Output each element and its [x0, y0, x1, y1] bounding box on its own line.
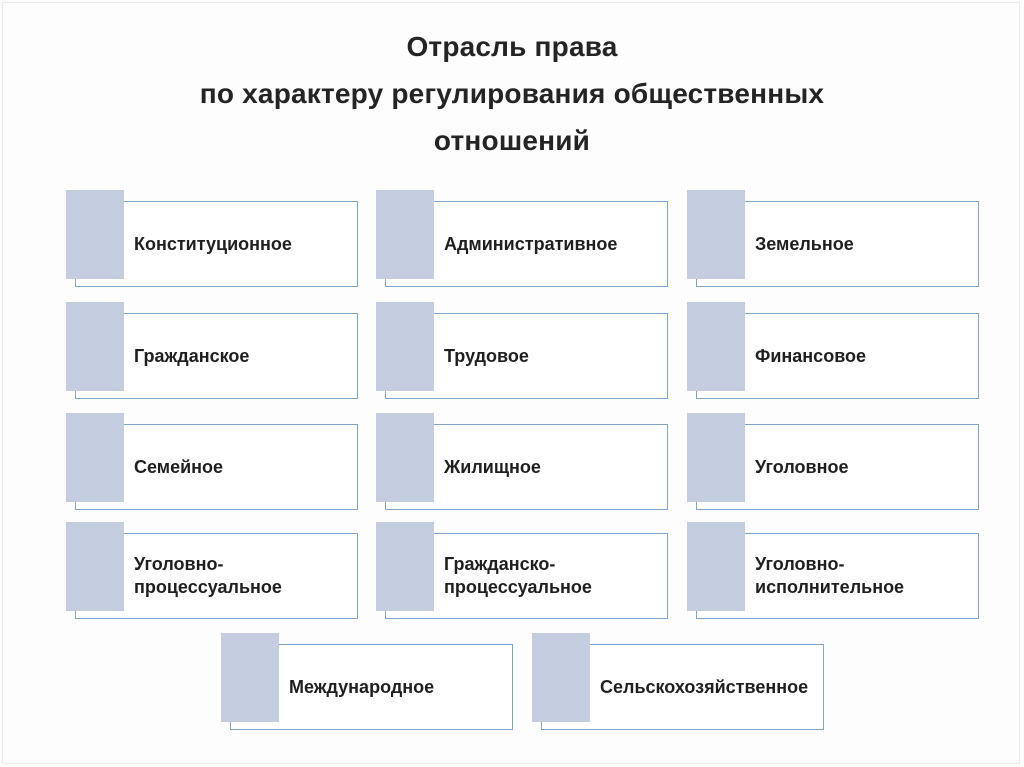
item-label: Гражданско-процессуальное	[444, 554, 592, 597]
diagram-item-housing: Жилищное	[376, 413, 668, 511]
item-accent-rect	[221, 633, 279, 722]
title-line-2: по характеру регулирования общественных	[199, 78, 825, 109]
item-accent-rect	[376, 522, 434, 611]
item-label: Трудовое	[444, 345, 529, 366]
diagram-item-administrative: Административное	[376, 190, 668, 288]
item-accent-rect	[66, 302, 124, 391]
diagram-item-international: Международное	[221, 633, 513, 731]
diagram-item-penal: Уголовно-исполнительное	[687, 522, 979, 620]
item-accent-rect	[687, 302, 745, 391]
item-label: Земельное	[755, 233, 854, 254]
diagram-item-civil-procedure: Гражданско-процессуальное	[376, 522, 668, 620]
page-title: Отрасль права по характеру регулирования…	[0, 23, 1024, 164]
diagram-item-family: Семейное	[66, 413, 358, 511]
title-line-1: Отрасль права	[406, 31, 618, 62]
diagram-item-labor: Трудовое	[376, 302, 668, 400]
item-label: Гражданское	[134, 345, 250, 366]
item-accent-rect	[687, 522, 745, 611]
item-label: Семейное	[134, 456, 224, 477]
title-line-3: отношений	[433, 125, 591, 156]
item-accent-rect	[532, 633, 590, 722]
item-label: Конституционное	[134, 233, 292, 254]
item-label: Уголовно-процессуальное	[134, 554, 282, 597]
item-accent-rect	[376, 413, 434, 502]
item-label: Уголовное	[755, 456, 849, 477]
diagram-item-criminal-procedure: Уголовно-процессуальное	[66, 522, 358, 620]
item-accent-rect	[376, 302, 434, 391]
item-label: Уголовно-исполнительное	[755, 554, 905, 597]
item-accent-rect	[66, 190, 124, 279]
diagram-item-civil: Гражданское	[66, 302, 358, 400]
item-accent-rect	[376, 190, 434, 279]
diagram-item-land: Земельное	[687, 190, 979, 288]
item-accent-rect	[66, 522, 124, 611]
item-label: Сельскохозяйственное	[600, 676, 809, 697]
item-accent-rect	[687, 190, 745, 279]
item-accent-rect	[66, 413, 124, 502]
diagram-item-financial: Финансовое	[687, 302, 979, 400]
item-label: Международное	[289, 676, 435, 697]
diagram-item-agricultural: Сельскохозяйственное	[532, 633, 824, 731]
item-accent-rect	[687, 413, 745, 502]
diagram-item-criminal: Уголовное	[687, 413, 979, 511]
item-label: Финансовое	[755, 345, 867, 366]
diagram-item-constitutional: Конституционное	[66, 190, 358, 288]
item-label: Административное	[444, 233, 618, 254]
item-label: Жилищное	[444, 456, 541, 477]
